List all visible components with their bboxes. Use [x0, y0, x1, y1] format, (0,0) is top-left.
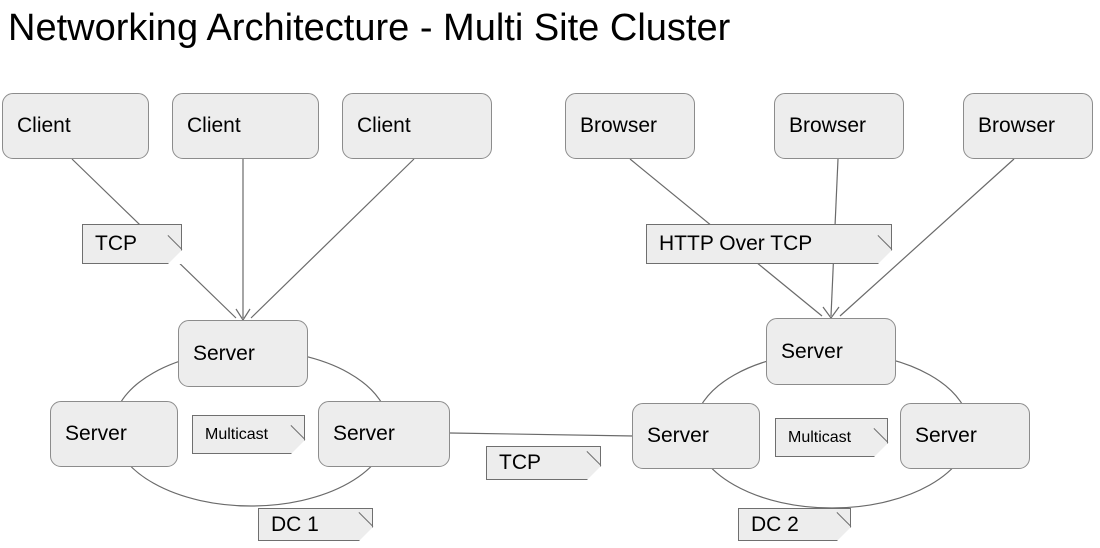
edge-client3-to-dc1-server	[250, 158, 415, 319]
node-dc2-server-top[interactable]: Server	[766, 318, 896, 385]
note-label: DC 1	[271, 512, 319, 536]
note-label: TCP	[95, 232, 137, 255]
note-fold-icon	[359, 527, 373, 541]
node-dc1-server-top[interactable]: Server	[178, 320, 308, 387]
node-label: Client	[17, 114, 71, 137]
note-fold-line-icon	[873, 428, 889, 443]
note-fold-line-icon	[290, 425, 306, 440]
arrowhead-dc1-server	[235, 308, 251, 322]
edge-dc1-to-dc2	[449, 432, 635, 437]
node-browser-2[interactable]: Browser	[774, 93, 904, 159]
note-fold-line-icon	[586, 451, 602, 466]
node-label: Server	[647, 424, 709, 447]
note-fold-icon	[168, 250, 182, 264]
note-label: HTTP Over TCP	[659, 232, 813, 255]
node-dc2-server-right[interactable]: Server	[900, 403, 1030, 469]
note-fold-icon	[878, 250, 892, 264]
note-dc2-label[interactable]: DC 2	[738, 508, 852, 541]
note-fold-icon	[874, 443, 888, 457]
note-fold-icon	[837, 527, 851, 541]
note-fold-line-icon	[167, 235, 183, 250]
note-fold-line-icon	[877, 235, 893, 250]
node-dc2-server-left[interactable]: Server	[632, 403, 760, 469]
note-label: DC 2	[751, 512, 799, 536]
node-label: Server	[781, 339, 843, 363]
note-fold-line-icon	[358, 512, 374, 527]
node-label: Client	[187, 114, 241, 137]
note-fold-icon	[291, 440, 305, 454]
node-label: Server	[65, 422, 127, 445]
node-label: Server	[915, 424, 977, 447]
node-client-1[interactable]: Client	[2, 93, 149, 159]
node-client-3[interactable]: Client	[342, 93, 492, 159]
node-label: Browser	[789, 114, 867, 137]
node-dc1-server-left[interactable]: Server	[50, 401, 178, 467]
note-label: Multicast	[788, 428, 852, 446]
note-dc2-multicast[interactable]: Multicast	[775, 418, 889, 457]
node-label: Browser	[580, 114, 658, 137]
node-browser-3[interactable]: Browser	[963, 93, 1093, 159]
note-client-protocol[interactable]: TCP	[82, 224, 183, 264]
node-dc1-server-right[interactable]: Server	[318, 401, 450, 467]
note-fold-icon	[587, 466, 601, 480]
node-label: Server	[193, 341, 255, 365]
note-label: TCP	[499, 451, 541, 474]
arrowhead-dc2-server	[822, 306, 840, 320]
note-dc1-multicast[interactable]: Multicast	[192, 415, 306, 454]
note-browser-protocol[interactable]: HTTP Over TCP	[646, 224, 893, 264]
node-client-2[interactable]: Client	[172, 93, 319, 159]
node-label: Client	[357, 114, 411, 137]
note-fold-line-icon	[836, 512, 852, 527]
node-label: Server	[333, 422, 395, 445]
note-label: Multicast	[205, 425, 269, 443]
note-inter-dc-protocol[interactable]: TCP	[486, 446, 602, 480]
node-label: Browser	[978, 114, 1056, 137]
note-dc1-label[interactable]: DC 1	[258, 508, 374, 541]
node-browser-1[interactable]: Browser	[565, 93, 695, 159]
page-title: Networking Architecture - Multi Site Clu…	[8, 7, 731, 49]
